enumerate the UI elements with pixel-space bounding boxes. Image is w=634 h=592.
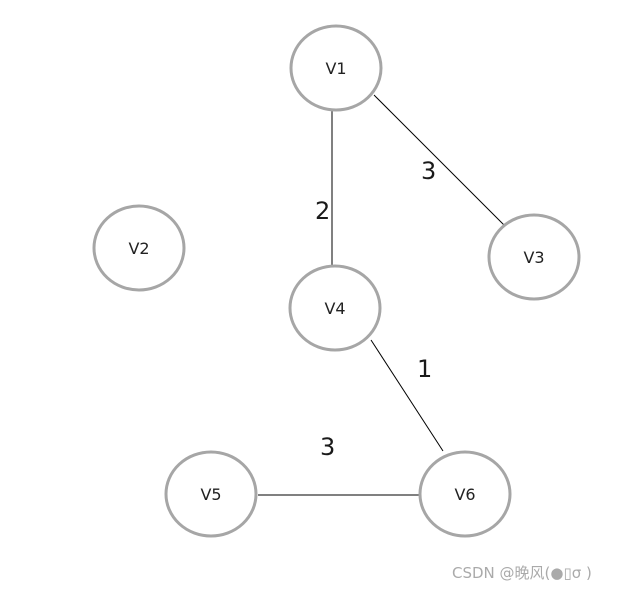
node-v5-label: V5 bbox=[200, 485, 221, 504]
node-v4-label: V4 bbox=[324, 299, 345, 318]
node-v1: V1 bbox=[289, 24, 383, 112]
edge-weight-v5-v6: 3 bbox=[320, 433, 335, 461]
node-v3-circle bbox=[487, 213, 581, 301]
watermark: CSDN @晚风(●▯σ ) bbox=[452, 564, 592, 582]
node-v2: V2 bbox=[92, 204, 186, 292]
edge-v4-v6 bbox=[370, 339, 444, 452]
node-v5: V5 bbox=[164, 450, 258, 538]
node-v6-label: V6 bbox=[454, 485, 475, 504]
nodes: V1 V2 V3 V4 V5 V6 bbox=[92, 24, 581, 538]
edge-weights: 2 3 1 3 bbox=[315, 157, 436, 461]
node-v4-circle bbox=[288, 264, 382, 352]
edge-weight-v4-v6: 1 bbox=[417, 355, 432, 383]
node-v3-label: V3 bbox=[523, 248, 544, 267]
node-v4: V4 bbox=[288, 264, 382, 352]
node-v6-circle bbox=[418, 450, 512, 538]
edge-v1-v3 bbox=[373, 94, 505, 226]
node-v3: V3 bbox=[487, 213, 581, 301]
node-v5-circle bbox=[164, 450, 258, 538]
node-v2-circle bbox=[92, 204, 186, 292]
node-v1-label: V1 bbox=[325, 59, 346, 78]
node-v2-label: V2 bbox=[128, 239, 149, 258]
node-v1-circle bbox=[289, 24, 383, 112]
node-v6: V6 bbox=[418, 450, 512, 538]
edges bbox=[258, 94, 505, 496]
edge-weight-v1-v3: 3 bbox=[421, 157, 436, 185]
edge-weight-v1-v4: 2 bbox=[315, 197, 330, 225]
